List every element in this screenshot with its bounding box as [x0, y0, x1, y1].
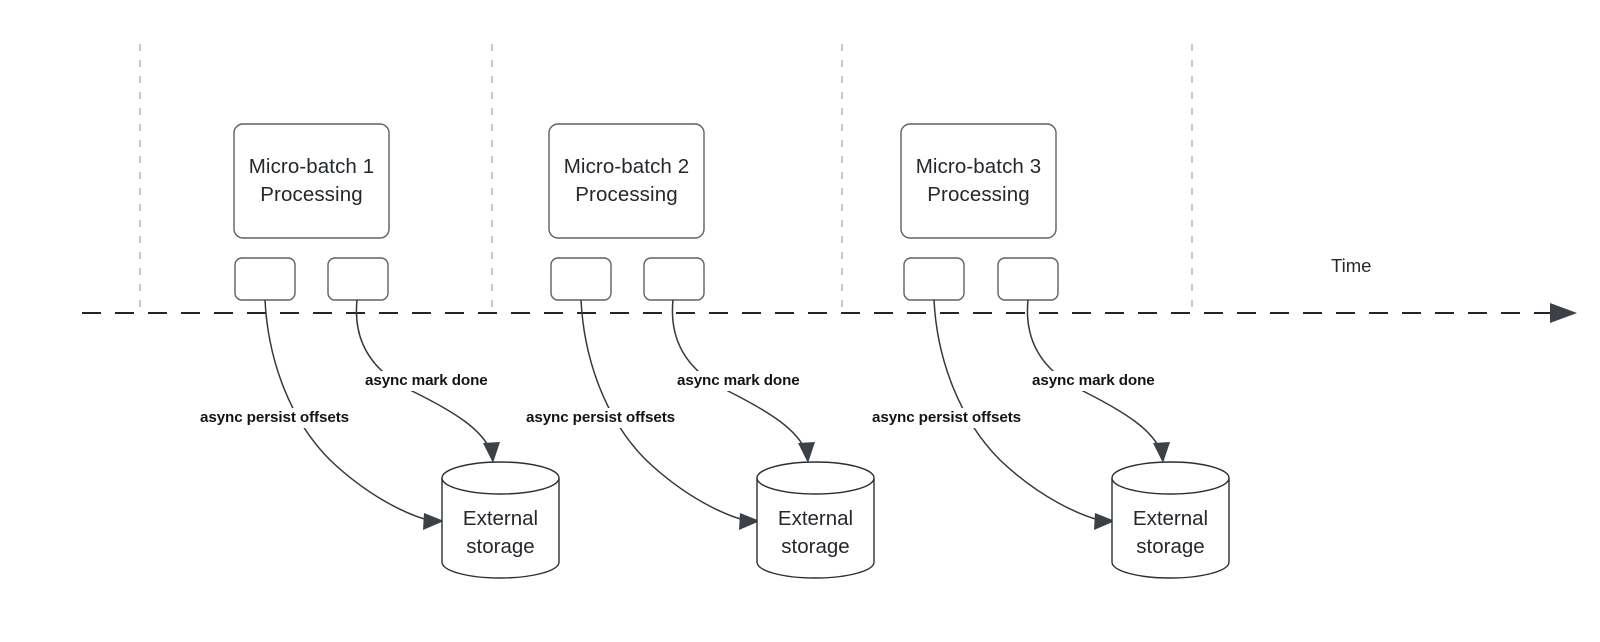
timeline-axis-label: Time: [1331, 255, 1372, 276]
edge-label-mark-done-3: async mark done: [1029, 371, 1158, 391]
mark-done-arrowhead-1: [483, 442, 500, 463]
task-box-2b[interactable]: [643, 257, 705, 301]
process-box-2[interactable]: [548, 123, 705, 239]
edge-label-persist-offsets-3: async persist offsets: [869, 408, 1024, 428]
edge-label-mark-done-2: async mark done: [674, 371, 803, 391]
persist-offsets-arrowhead-3: [1094, 513, 1115, 530]
task-box-3a[interactable]: [903, 257, 965, 301]
storage-cylinder-top-1: [441, 461, 560, 495]
task-box-3b[interactable]: [997, 257, 1059, 301]
storage-cylinder-body-2[interactable]: [756, 478, 875, 579]
task-box-1b[interactable]: [327, 257, 389, 301]
persist-offsets-curve-3: [933, 299, 1104, 522]
micro-batch-1-group: [233, 123, 560, 579]
edge-label-mark-done-1: async mark done: [362, 371, 491, 391]
timeline-tick-group: [139, 44, 1193, 314]
edge-label-persist-offsets-2: async persist offsets: [523, 408, 678, 428]
task-box-1a[interactable]: [234, 257, 296, 301]
storage-cylinder-top-2: [756, 461, 875, 495]
micro-batch-2-group: [548, 123, 875, 579]
storage-cylinder-top-3: [1111, 461, 1230, 495]
edge-label-persist-offsets-1: async persist offsets: [197, 408, 352, 428]
storage-cylinder-body-1[interactable]: [441, 478, 560, 579]
mark-done-arrowhead-2: [798, 442, 815, 463]
micro-batch-3-group: [900, 123, 1230, 579]
mark-done-arrowhead-3: [1153, 442, 1170, 463]
persist-offsets-arrowhead-1: [423, 513, 444, 530]
process-box-1[interactable]: [233, 123, 390, 239]
process-box-3[interactable]: [900, 123, 1057, 239]
storage-cylinder-body-3[interactable]: [1111, 478, 1230, 579]
persist-offsets-arrowhead-2: [739, 513, 760, 530]
arrow-right-icon: [1550, 303, 1577, 323]
task-box-2a[interactable]: [550, 257, 612, 301]
persist-offsets-curve-1: [264, 299, 433, 522]
persist-offsets-curve-2: [580, 299, 749, 522]
timeline-axis-group: [82, 303, 1577, 323]
